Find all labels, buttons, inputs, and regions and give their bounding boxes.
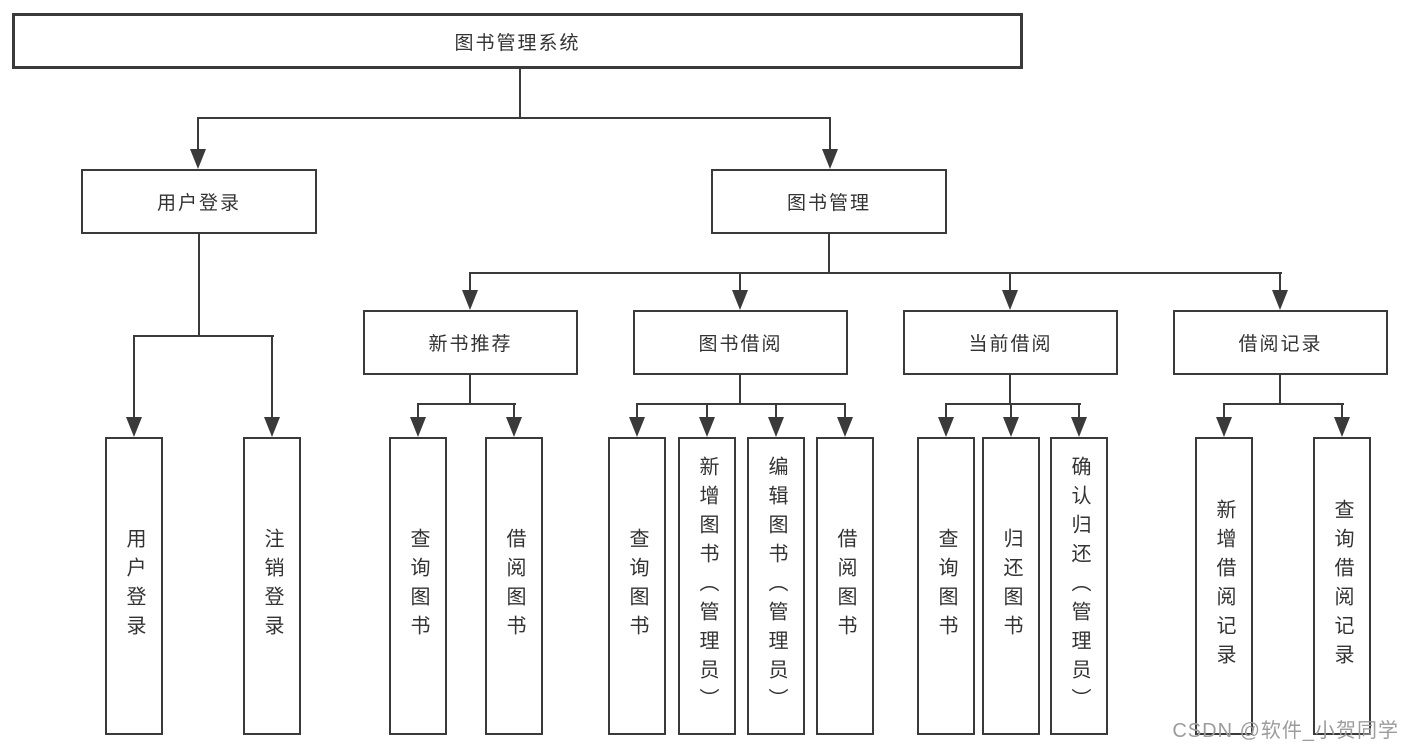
node-leaf-user-login: 用户登录 bbox=[105, 437, 163, 735]
connector-arrow bbox=[1003, 417, 1019, 437]
connector-arrow bbox=[1272, 290, 1288, 310]
connector-arrow bbox=[822, 149, 838, 169]
connector-line bbox=[828, 234, 830, 274]
connector-line bbox=[133, 335, 135, 419]
node-leaf-query-books-1: 查询图书 bbox=[389, 437, 447, 735]
connector-arrow bbox=[1071, 417, 1087, 437]
node-leaf-query-books-2: 查询图书 bbox=[608, 437, 666, 735]
connector-arrow bbox=[768, 417, 784, 437]
connector-line bbox=[1341, 403, 1343, 419]
connector-arrow bbox=[938, 417, 954, 437]
connector-arrow bbox=[126, 417, 142, 437]
connector-arrow bbox=[264, 417, 280, 437]
connector-line bbox=[417, 403, 516, 405]
connector-arrow bbox=[699, 417, 715, 437]
connector-arrow bbox=[506, 417, 522, 437]
connector-line bbox=[775, 403, 777, 419]
connector-line bbox=[1279, 375, 1281, 405]
connector-line bbox=[1009, 375, 1011, 405]
connector-line bbox=[271, 335, 273, 419]
connector-line bbox=[636, 403, 638, 419]
connector-arrow bbox=[1334, 417, 1350, 437]
node-library-system-root: 图书管理系统 bbox=[12, 13, 1023, 69]
node-leaf-borrow-books-1: 借阅图书 bbox=[485, 437, 543, 735]
connector-line bbox=[706, 403, 708, 419]
node-borrow-records: 借阅记录 bbox=[1173, 310, 1388, 375]
connector-line bbox=[1223, 403, 1344, 405]
node-leaf-query-borrow-record: 查询借阅记录 bbox=[1313, 437, 1371, 735]
connector-arrow bbox=[410, 417, 426, 437]
connector-line bbox=[469, 375, 471, 405]
connector-arrow bbox=[1002, 290, 1018, 310]
node-leaf-add-borrow-record: 新增借阅记录 bbox=[1195, 437, 1253, 735]
node-leaf-return-book: 归还图书 bbox=[982, 437, 1040, 735]
connector-line bbox=[1010, 403, 1012, 419]
connector-line bbox=[197, 117, 199, 151]
node-leaf-confirm-return-admin: 确认归还（管理员） bbox=[1050, 437, 1108, 735]
connector-line bbox=[513, 403, 515, 419]
node-leaf-query-books-3: 查询图书 bbox=[917, 437, 975, 735]
connector-line bbox=[945, 403, 1081, 405]
connector-line bbox=[198, 234, 200, 337]
connector-arrow bbox=[1216, 417, 1232, 437]
connector-line bbox=[133, 335, 274, 337]
connector-line bbox=[636, 403, 846, 405]
node-leaf-logout: 注销登录 bbox=[243, 437, 301, 735]
node-new-book-recommend: 新书推荐 bbox=[363, 310, 578, 375]
node-leaf-edit-book-admin: 编辑图书（管理员） bbox=[747, 437, 805, 735]
connector-line bbox=[1078, 403, 1080, 419]
connector-arrow bbox=[190, 149, 206, 169]
connector-line bbox=[197, 117, 831, 119]
node-book-management: 图书管理 bbox=[711, 169, 947, 234]
connector-line bbox=[1009, 272, 1011, 292]
connector-line bbox=[844, 403, 846, 419]
connector-line bbox=[739, 272, 741, 292]
connector-arrow bbox=[837, 417, 853, 437]
connector-line bbox=[1279, 272, 1281, 292]
node-leaf-borrow-books-2: 借阅图书 bbox=[816, 437, 874, 735]
node-book-borrow: 图书借阅 bbox=[633, 310, 848, 375]
connector-line bbox=[829, 117, 831, 151]
connector-line bbox=[519, 69, 521, 119]
connector-line bbox=[469, 272, 1282, 274]
connector-line bbox=[417, 403, 419, 419]
node-current-borrow: 当前借阅 bbox=[903, 310, 1118, 375]
node-user-login: 用户登录 bbox=[81, 169, 317, 234]
connector-arrow bbox=[462, 290, 478, 310]
watermark: CSDN @软件_小贺同学 bbox=[1172, 720, 1399, 742]
connector-arrow bbox=[629, 417, 645, 437]
connector-line bbox=[1223, 403, 1225, 419]
connector-line bbox=[945, 403, 947, 419]
connector-line bbox=[739, 375, 741, 405]
connector-line bbox=[469, 272, 471, 292]
node-leaf-add-book-admin: 新增图书（管理员） bbox=[678, 437, 736, 735]
connector-arrow bbox=[732, 290, 748, 310]
